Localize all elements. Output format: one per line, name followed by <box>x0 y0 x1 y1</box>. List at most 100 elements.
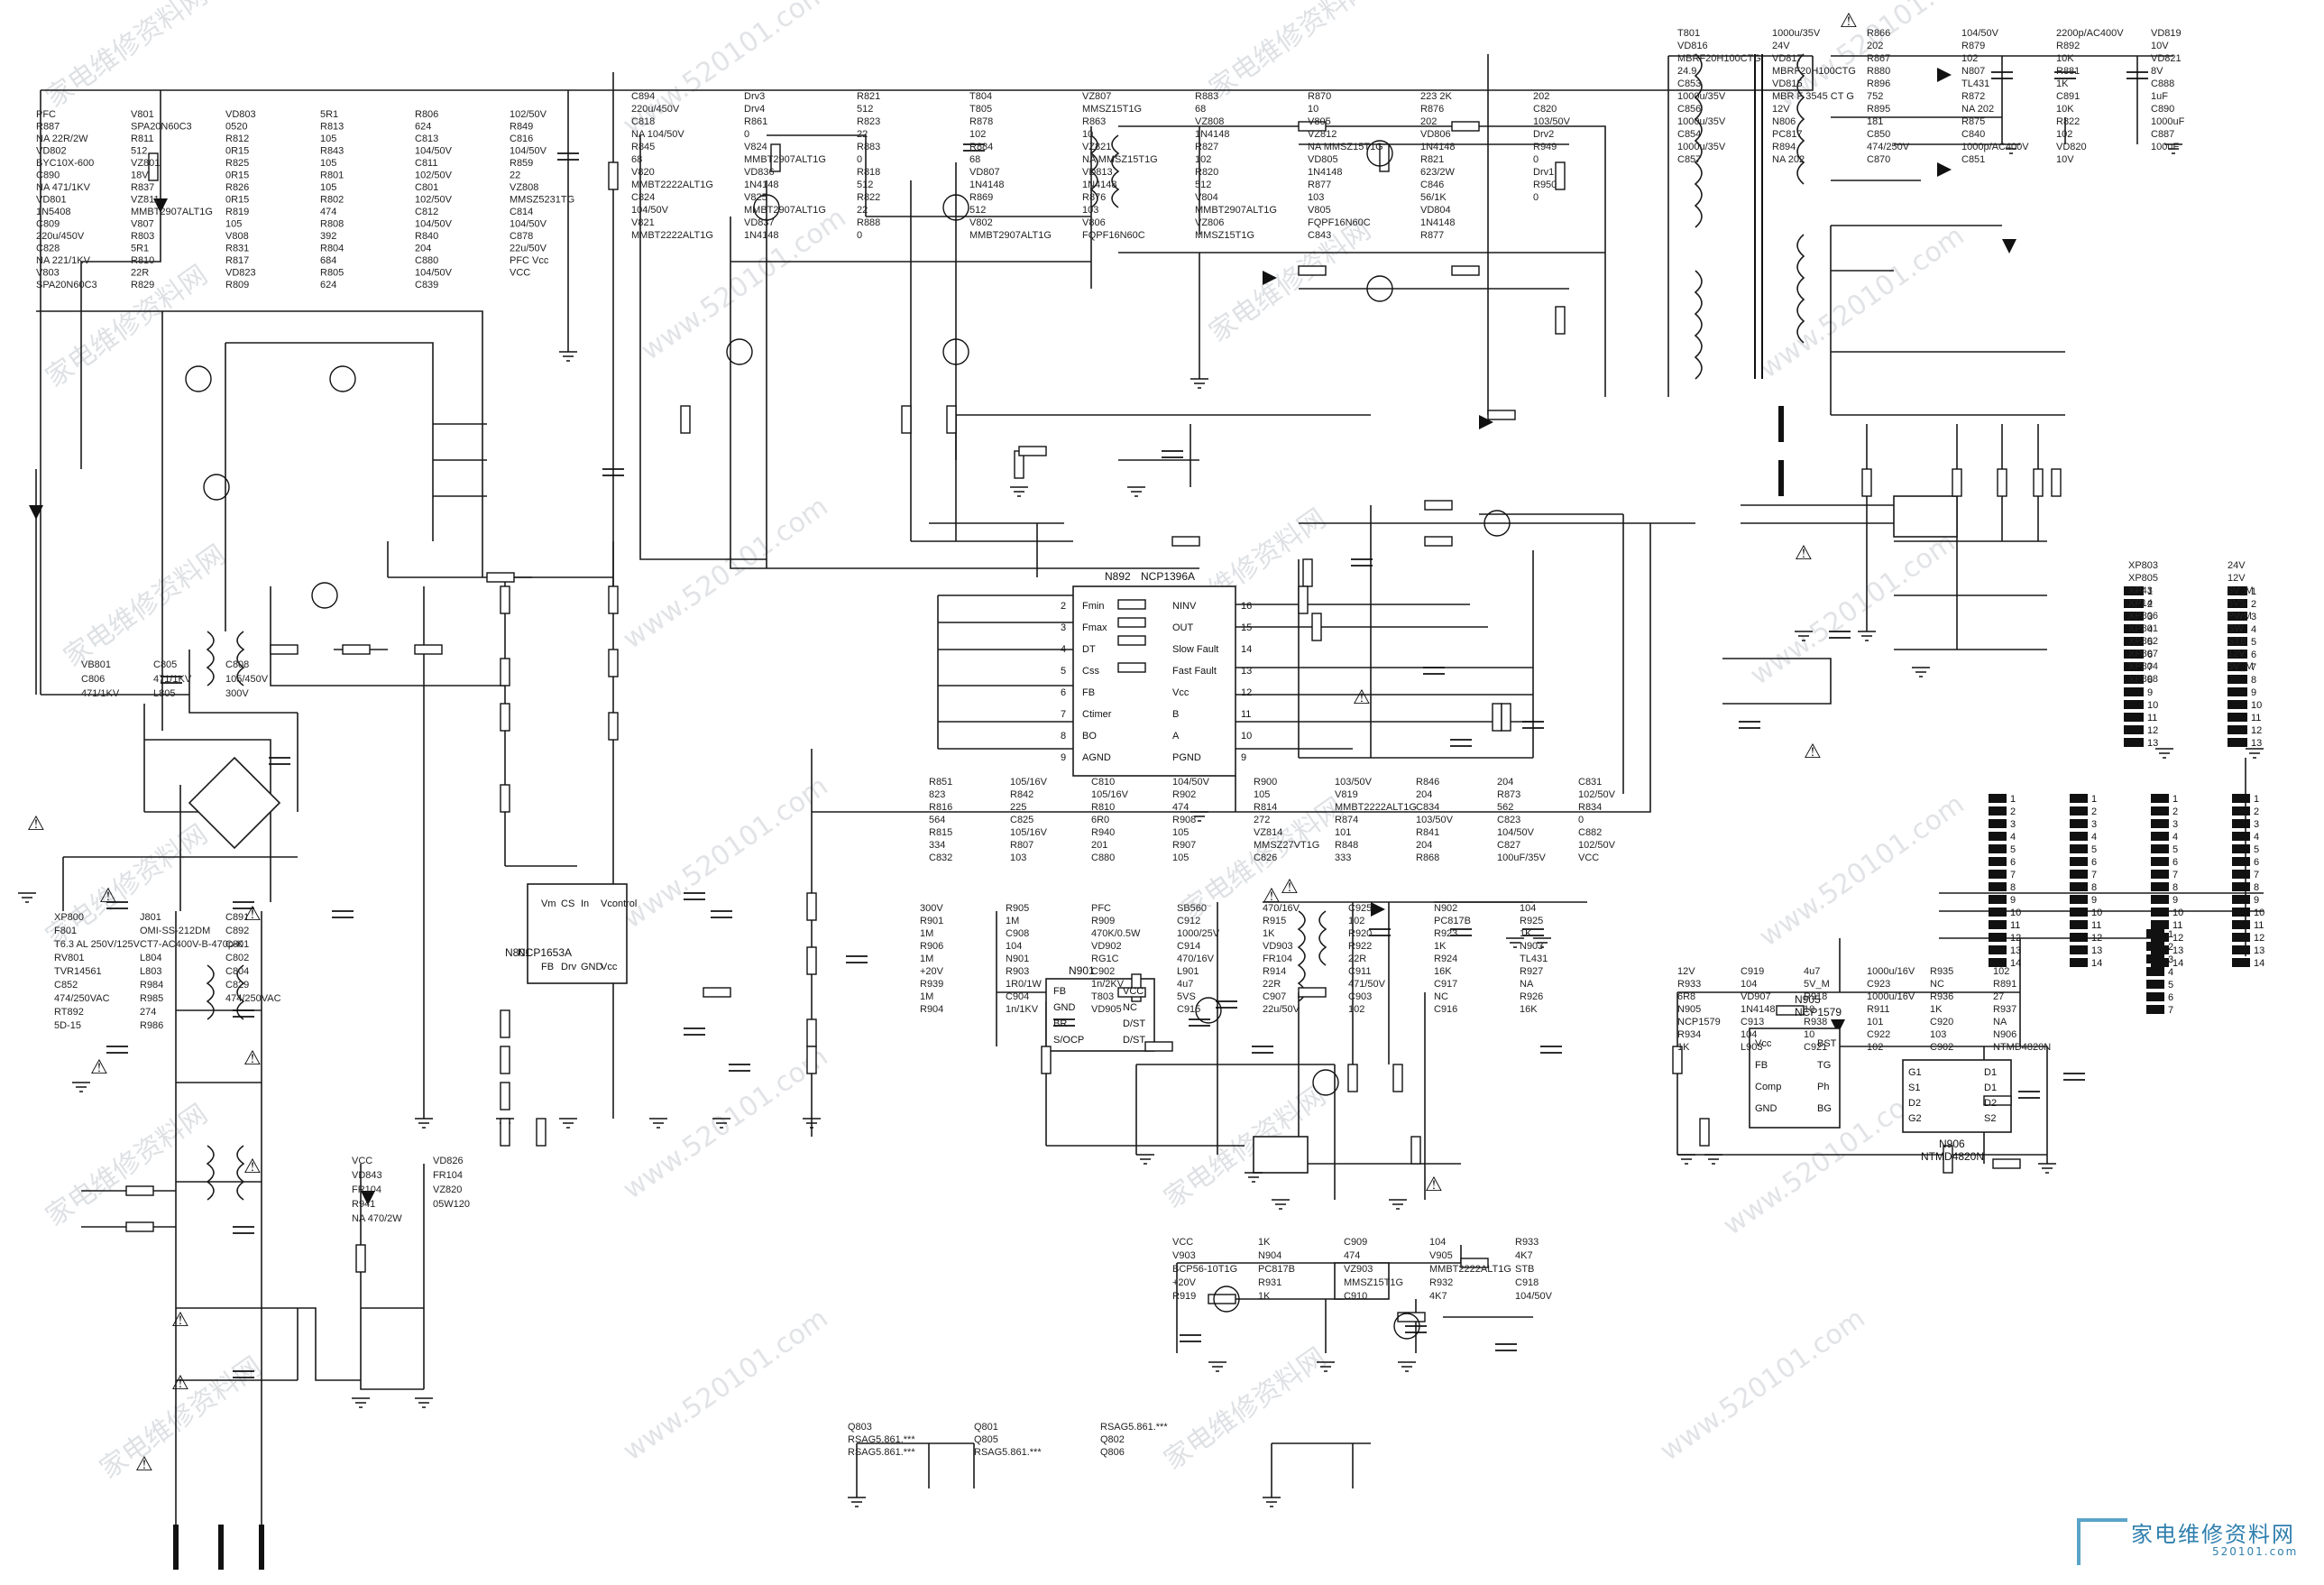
component-label: R846 <box>1416 777 1439 788</box>
component-label: 512 <box>857 180 873 190</box>
ground-icon <box>1190 811 1208 822</box>
component-label: VZ808 <box>1195 116 1224 127</box>
resistor-symbol <box>270 644 299 655</box>
warning-triangle-icon: ⚠ <box>1353 687 1371 709</box>
component-label: 22u/50V <box>510 244 547 254</box>
ic-pin-number: 14 <box>1241 644 1252 655</box>
ic-pin-label: B <box>1172 709 1179 720</box>
component-label: R851 <box>929 777 952 788</box>
component-label: L804 <box>140 953 161 963</box>
resistor-symbol <box>806 1046 817 1074</box>
component-label: F801 <box>54 926 77 936</box>
capacitor-symbol <box>557 152 579 161</box>
component-label: VD815 <box>1772 78 1803 89</box>
component-label: R876 <box>1082 192 1106 203</box>
component-label: C878 <box>510 231 533 242</box>
component-label: 104 <box>1741 979 1757 990</box>
component-label: R863 <box>1082 116 1106 127</box>
component-label: R826 <box>225 182 249 193</box>
component-label: 102 <box>1993 966 2009 977</box>
component-label: C882 <box>1578 827 1602 838</box>
component-symbols <box>106 71 2148 1378</box>
component-label: C827 <box>1497 840 1520 851</box>
component-label: 470/16V <box>1177 954 1215 964</box>
component-label: 1N5408 <box>36 207 71 217</box>
warning-triangle-icon: ⚠ <box>1281 876 1299 898</box>
capacitor-symbol <box>1216 1000 1237 1009</box>
connector-pin <box>2070 832 2088 841</box>
component-label: R903 <box>1006 966 1029 977</box>
component-label: T803 <box>1091 991 1114 1002</box>
resistor-symbol <box>680 405 691 434</box>
component-label: 1000u/16V <box>1867 966 1915 977</box>
component-label: VD903 <box>1263 941 1293 952</box>
optocoupler-icon <box>1253 495 1958 1300</box>
component-label: RSAG5.861.*** <box>1100 1422 1168 1433</box>
component-label: N807 <box>1961 66 1985 77</box>
component-label: 202 <box>1533 91 1549 102</box>
resistor-symbol <box>1208 1294 1236 1304</box>
component-label: 05W120 <box>433 1199 470 1210</box>
resistor-symbol <box>946 405 957 434</box>
component-label: V824 <box>744 142 767 152</box>
component-label: SB560 <box>1177 903 1207 914</box>
logo-title: 家电维修资料网 <box>2131 1522 2295 1547</box>
component-label: 10 <box>1308 104 1318 115</box>
component-label: R872 <box>1961 91 1985 102</box>
connector-pin-number: 12 <box>2010 933 2021 944</box>
component-label: 102 <box>1961 53 1978 64</box>
connector-pin <box>2228 725 2247 734</box>
warning-triangle-icon: ⚠ <box>1425 1174 1443 1196</box>
component-label: VD813 <box>1082 167 1113 178</box>
resistor-symbol <box>1392 1064 1403 1092</box>
component-label: VD819 <box>2151 28 2182 39</box>
component-label: 104 <box>1429 1237 1446 1248</box>
component-label: 105 <box>320 182 336 193</box>
capacitor-symbol <box>1540 1046 1562 1054</box>
component-label: 1K <box>1258 1291 1271 1302</box>
component-label: R935 <box>1930 966 1953 977</box>
connector-pin <box>1989 933 2007 942</box>
transistor-symbol <box>185 365 212 392</box>
component-label: R812 <box>225 134 249 144</box>
component-label: 27 <box>1993 991 2004 1002</box>
component-label: 220u/450V <box>631 104 680 115</box>
component-label: VD907 <box>1741 991 1771 1002</box>
component-label: VD836 <box>744 167 775 178</box>
component-label: 684 <box>320 255 336 266</box>
component-label: 624 <box>415 122 431 133</box>
component-label: VD905 <box>1091 1004 1122 1015</box>
connector-pin-number: 12 <box>2251 725 2262 736</box>
connector-pin-number: 10 <box>2091 908 2102 918</box>
ic-pin-label: S2 <box>1984 1113 1996 1124</box>
component-label: 102/50V <box>510 109 547 120</box>
diode-icon <box>29 68 2016 1205</box>
resistor-symbol <box>1997 468 2007 497</box>
component-label: XP43 <box>2128 585 2153 596</box>
component-label: PWM <box>2228 611 2252 622</box>
component-label: MMBT2222ALT1G <box>1335 802 1417 813</box>
warning-triangle-icon: ⚠⚠⚠⚠⚠⚠⚠⚠⚠⚠⚠⚠⚠⚠⚠⚠ <box>27 10 1858 1476</box>
component-label: 1000uF <box>2151 116 2185 127</box>
component-label: C919 <box>1741 966 1764 977</box>
component-label: C853 <box>1677 78 1701 89</box>
component-label: 0 <box>1578 815 1584 825</box>
warning-triangle-icon: ⚠ <box>90 1056 108 1079</box>
connector-pin-number: 11 <box>2010 920 2020 931</box>
transistor-symbol <box>329 365 356 392</box>
component-label: 101 <box>1335 827 1351 838</box>
capacitor-symbol <box>2127 71 2148 79</box>
component-label: 103/50V <box>1335 777 1373 788</box>
resistor-symbol <box>1943 1145 1953 1174</box>
component-label: NA 104/50V <box>631 129 684 140</box>
warning-triangle-icon: ⚠ <box>135 1453 153 1476</box>
ic-pin-label: GND <box>1755 1103 1777 1114</box>
resistor-symbol <box>500 585 510 614</box>
ground-icon <box>712 1118 730 1129</box>
component-label: C916 <box>1434 1004 1457 1015</box>
ground-icon <box>72 1082 90 1092</box>
component-label: C925 <box>1348 903 1372 914</box>
component-label: R891 <box>1993 979 2016 990</box>
component-label: C818 <box>631 116 655 127</box>
component-label: MBR F 3545 CT G <box>1772 91 1854 102</box>
